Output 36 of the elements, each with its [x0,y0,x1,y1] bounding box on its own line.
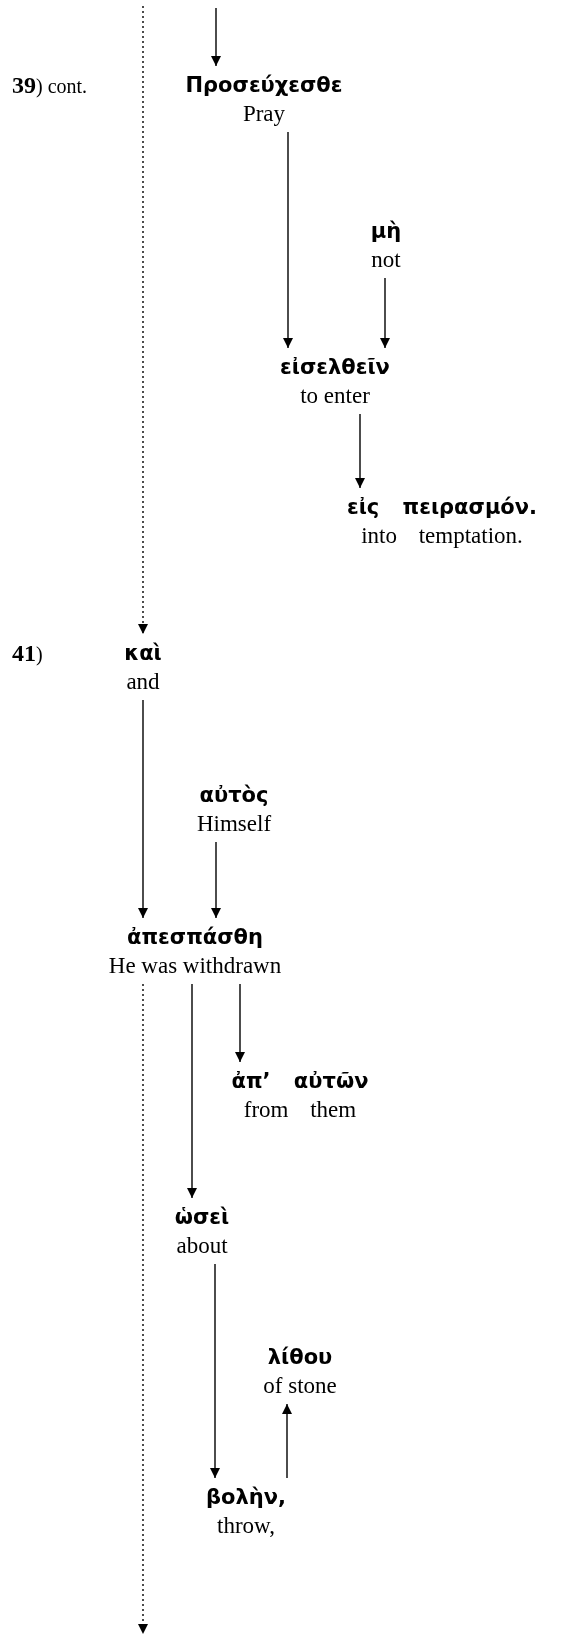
english-gloss: into temptation. [361,522,523,550]
greek-word: καὶ [124,640,162,667]
arrow [211,841,221,919]
dotted-arrow [138,5,148,635]
greek-word: Προσεύχεσθε [185,72,343,99]
arrow [355,413,365,489]
verse-number: 39) cont. [12,72,88,99]
greek-word: λίθου [267,1344,333,1371]
english-gloss: of stone [263,1372,337,1400]
arrow [211,7,221,67]
english-gloss: Himself [196,810,272,838]
english-gloss: Pray [242,100,286,128]
greek-word: μὴ [370,218,402,245]
english-gloss: about [176,1232,228,1260]
english-gloss: from them [243,1096,357,1124]
verse-number: 41) [12,640,43,667]
greek-word: ἀπεσπάσθη [127,924,263,951]
greek-word: εἰς πειρασμόν. [346,494,538,521]
arrow [282,1403,292,1479]
english-gloss: not [371,246,401,274]
english-gloss: and [126,668,160,696]
english-gloss: throw, [217,1512,275,1540]
greek-word: ὡσεὶ [174,1204,230,1231]
arrow [235,983,245,1063]
arrow [210,1263,220,1479]
arrow [380,277,390,349]
greek-word: εἰσελθεῖν [280,354,390,381]
english-gloss: He was withdrawn [108,952,282,980]
english-gloss: to enter [300,382,370,410]
arrow [283,131,293,349]
arrow [187,983,197,1199]
dotted-arrow [138,983,148,1635]
greek-word: βολὴν, [206,1484,286,1511]
arrow [138,699,148,919]
greek-word: ἀπ’ αὐτῶν [231,1068,369,1095]
greek-word: αὐτὸς [199,782,269,809]
